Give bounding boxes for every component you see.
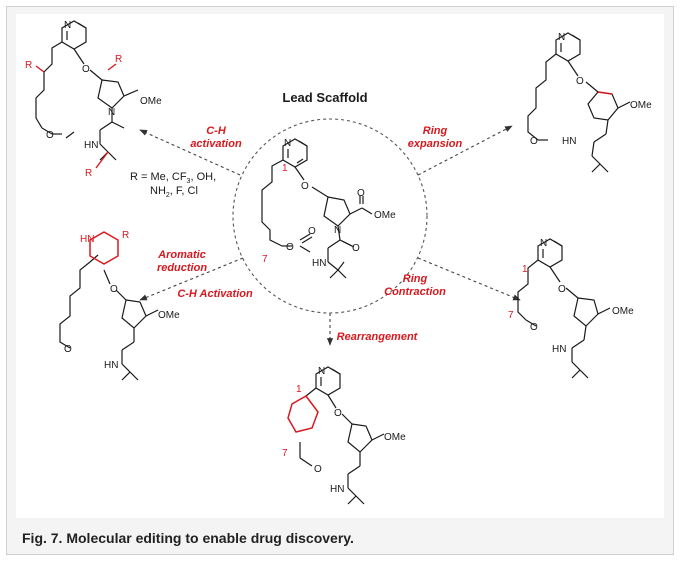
svg-text:N: N [334, 225, 341, 236]
svg-text:OMe: OMe [630, 100, 652, 111]
svg-text:HN: HN [312, 258, 326, 269]
svg-text:N: N [284, 138, 291, 149]
molecule-lead [261, 138, 373, 279]
svg-text:7: 7 [282, 448, 288, 459]
molecule-ring-contraction-atoms: N O OMe O HN [530, 238, 634, 355]
figure-caption: Fig. 7. Molecular editing to enable drug… [22, 530, 354, 546]
svg-text:O: O [46, 130, 54, 141]
figure-panel [16, 14, 664, 518]
molecule-ring-expansion-atoms: N O OMe O HN [530, 32, 652, 147]
molecule-ch-activation-atoms: N O N OMe O HN [46, 20, 162, 151]
svg-text:O: O [308, 226, 316, 237]
svg-text:O: O [110, 284, 118, 295]
molecule-lead-atoms: N O N OMe O O O O HN [284, 138, 396, 269]
molecule-ch-activation-highlight [35, 63, 117, 169]
label-ring-con-2: Contraction [384, 286, 446, 298]
svg-text:OMe: OMe [612, 306, 634, 317]
svg-text:O: O [334, 408, 342, 419]
svg-text:R = Me, CF3, OH,: R = Me, CF3, OH, [130, 171, 216, 185]
svg-text:HN: HN [562, 136, 576, 147]
molecule-ring-contraction [517, 238, 611, 379]
svg-text:HN: HN [104, 360, 118, 371]
label-ch-top-2: activation [190, 138, 242, 150]
label-ring-con-1: Ring [403, 273, 428, 285]
svg-text:R: R [25, 60, 32, 71]
svg-text:R: R [122, 230, 129, 241]
svg-text:1: 1 [282, 163, 288, 174]
svg-text:O: O [82, 64, 90, 75]
svg-text:O: O [352, 243, 360, 254]
arrow-ring-contraction [417, 257, 521, 301]
svg-text:N: N [64, 20, 71, 31]
label-ring-exp-2: expansion [408, 138, 463, 150]
label-arom-2: reduction [157, 262, 207, 274]
molecule-rearrangement [299, 366, 385, 505]
label-ch-left: C-H Activation [177, 288, 253, 300]
molecule-ring-contraction-positions: 1 7 [508, 264, 528, 321]
svg-text:HN: HN [552, 344, 566, 355]
svg-text:HN: HN [84, 140, 98, 151]
molecule-aromatic-reduction-ring [89, 231, 119, 265]
label-ring-exp-1: Ring [423, 125, 448, 137]
svg-text:HN: HN [330, 484, 344, 495]
molecule-aromatic-reduction-atoms: O OMe O HN [64, 284, 180, 371]
transform-labels: C-H activation Ring expansion Aromatic r… [157, 125, 463, 343]
svg-text:OMe: OMe [158, 310, 180, 321]
svg-text:O: O [314, 464, 322, 475]
svg-text:O: O [286, 242, 294, 253]
molecule-aromatic-reduction-r: HN R [80, 230, 129, 245]
molecule-rearrangement-atoms: N O OMe O HN [314, 366, 406, 495]
svg-text:N: N [108, 107, 115, 118]
svg-text:OMe: OMe [384, 432, 406, 443]
svg-text:1: 1 [296, 384, 302, 395]
svg-text:O: O [530, 322, 538, 333]
arrow-ch-activation [139, 129, 241, 176]
svg-text:NH2, F, Cl: NH2, F, Cl [150, 185, 198, 199]
svg-text:HN: HN [80, 234, 94, 245]
label-ch-top-1: C-H [206, 125, 227, 137]
svg-text:N: N [558, 32, 565, 43]
molecule-ring-expansion-highlight [597, 91, 613, 95]
svg-text:O: O [64, 344, 72, 355]
svg-text:N: N [318, 366, 325, 377]
label-arom-1: Aromatic [157, 249, 206, 261]
label-rearrangement: Rearrangement [337, 331, 419, 343]
svg-text:7: 7 [508, 310, 514, 321]
svg-text:O: O [530, 136, 538, 147]
arrow-aromatic-reduction [139, 257, 244, 301]
svg-text:R: R [115, 54, 122, 65]
svg-text:R: R [85, 168, 92, 179]
svg-text:N: N [540, 238, 547, 249]
molecule-rearrangement-positions: 1 7 [282, 384, 302, 459]
lead-scaffold-title: Lead Scaffold [282, 90, 367, 105]
svg-text:O: O [576, 76, 584, 87]
svg-text:O: O [357, 188, 365, 199]
svg-text:O: O [558, 284, 566, 295]
molecule-ch-activation [35, 20, 139, 161]
molecule-ring-expansion [527, 32, 631, 173]
r-group-definitions: R = Me, CF3, OH, NH2, F, Cl [130, 171, 216, 199]
molecule-aromatic-reduction [59, 254, 159, 381]
svg-text:OMe: OMe [374, 210, 396, 221]
transform-arrows [139, 125, 521, 346]
svg-text:1: 1 [522, 264, 528, 275]
molecule-ch-activation-r: R R R [25, 54, 122, 179]
svg-text:OMe: OMe [140, 96, 162, 107]
svg-text:O: O [301, 181, 309, 192]
molecule-lead-positions: 1 7 [262, 163, 288, 265]
molecule-rearrangement-ring [287, 395, 319, 433]
svg-text:7: 7 [262, 254, 268, 265]
